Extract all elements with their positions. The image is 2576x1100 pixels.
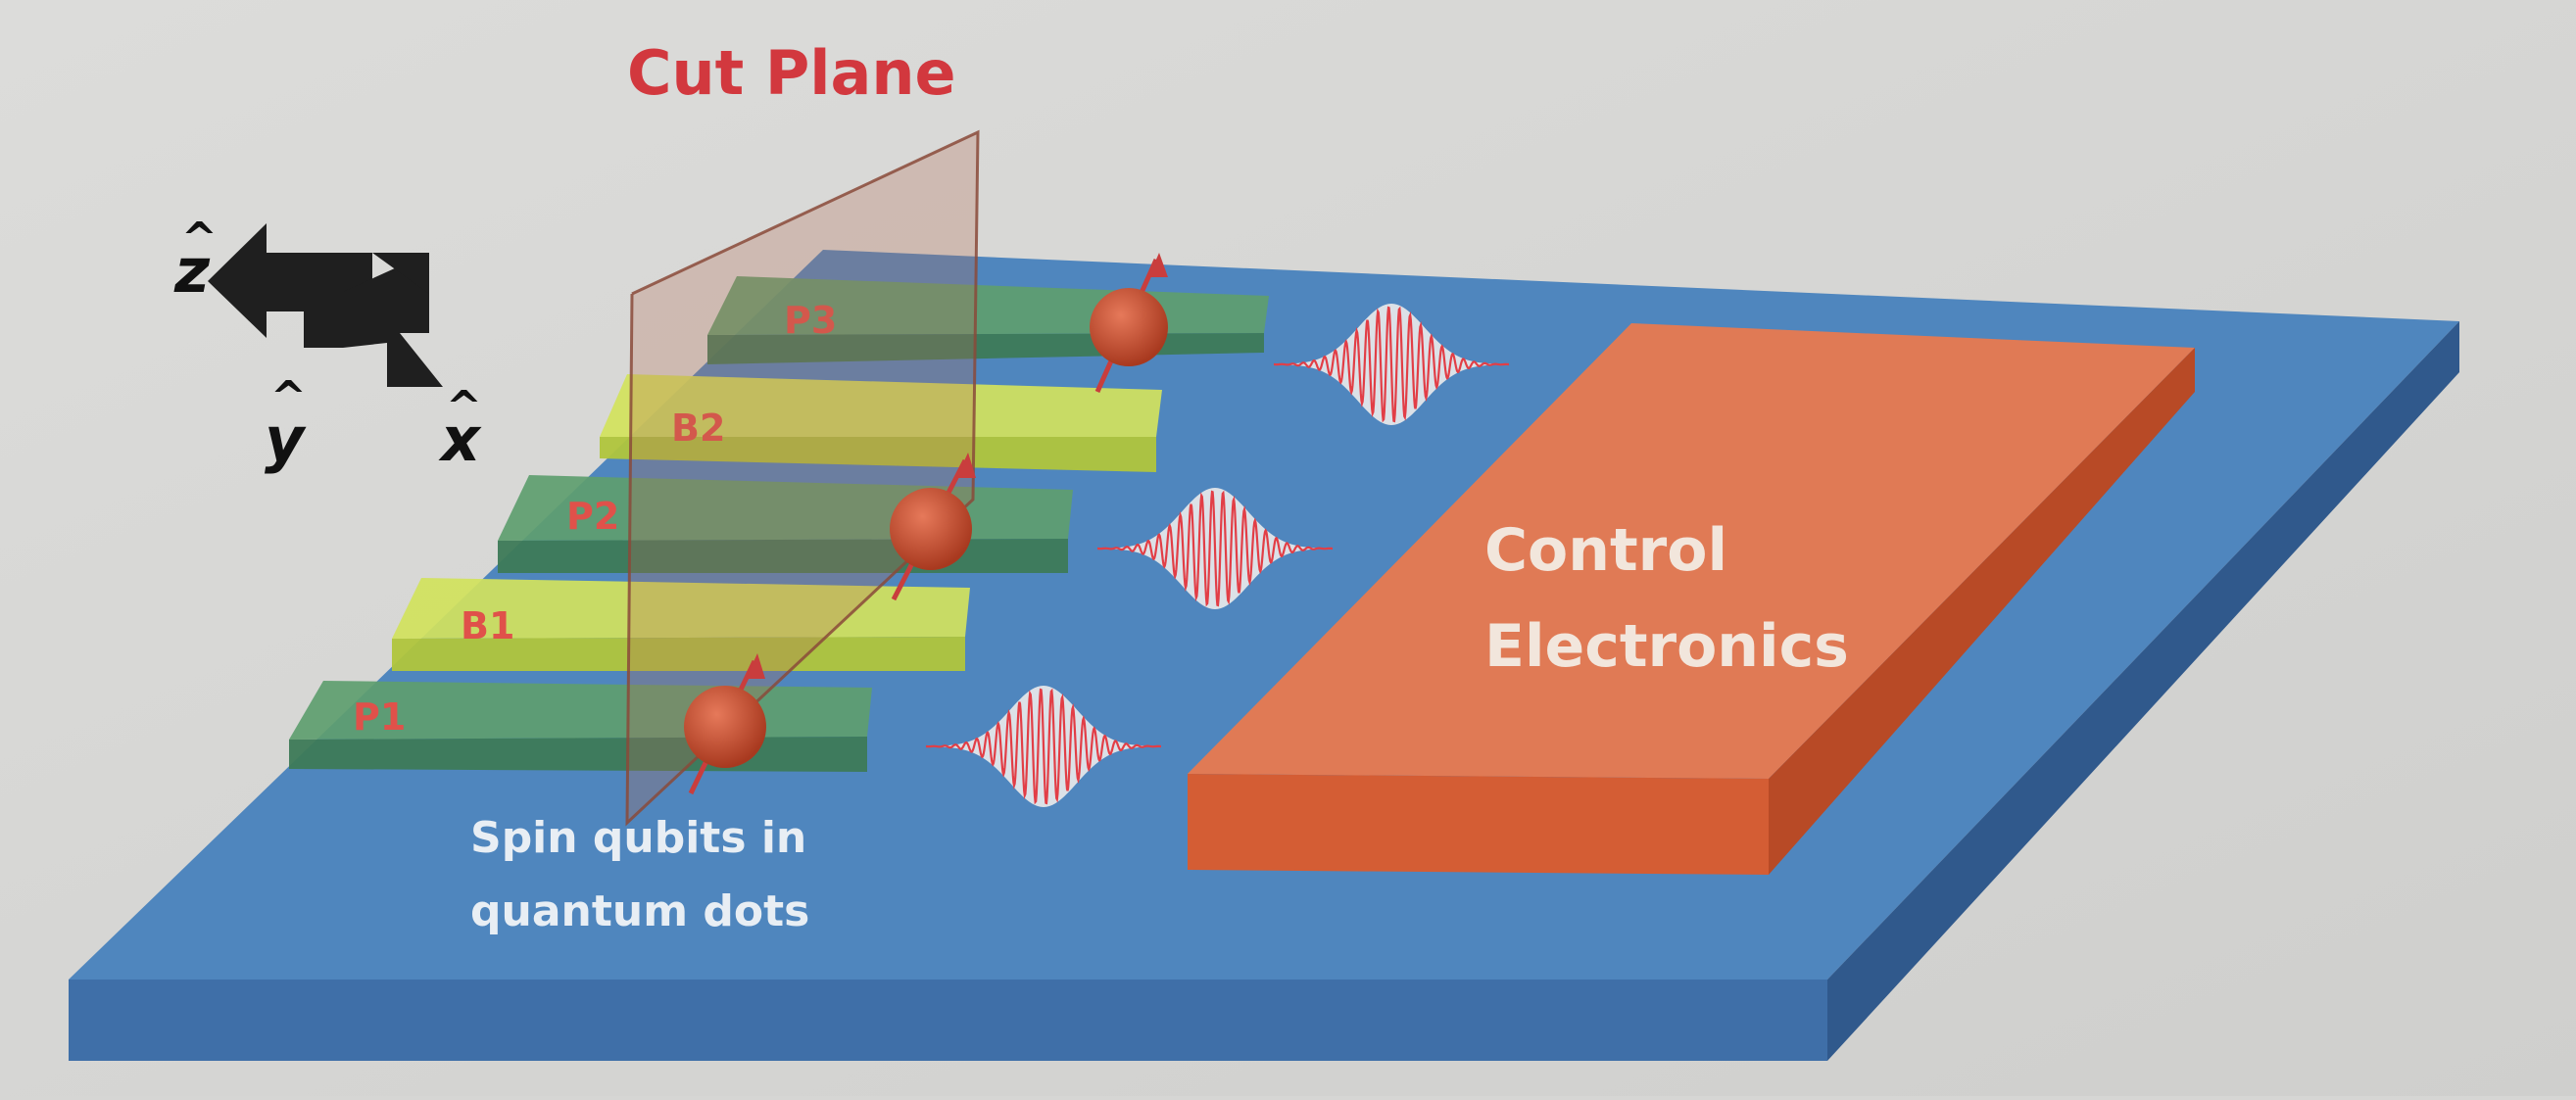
qubit-dot (890, 488, 972, 570)
x-axis-hat: ^ (446, 382, 482, 432)
spin-arrowhead (746, 653, 765, 679)
z-axis-arrow (208, 223, 372, 338)
gate-b2-side (600, 437, 1156, 472)
electronics-label-line1: Control (1484, 516, 1727, 585)
z-axis-hat: ^ (181, 214, 218, 263)
pulse-oscillation (1274, 306, 1509, 423)
y-axis-label: y (265, 404, 307, 475)
qubit-dot (1090, 288, 1168, 366)
spin-arrowhead (1148, 253, 1168, 277)
z-axis-label: z (173, 235, 211, 307)
qubit-p2 (890, 453, 976, 601)
qubit-dot (684, 686, 766, 768)
pulse-oscillation (1097, 490, 1333, 607)
electronics-side (1769, 348, 2195, 875)
cut-plane (625, 129, 980, 827)
y-axis-arrow (304, 253, 343, 348)
qubits-caption-line2: quantum dots (470, 886, 809, 936)
gate-b2-top (600, 374, 1162, 437)
microwave-pulse (1097, 488, 1333, 609)
gate-b1-top (392, 578, 970, 639)
gate-p3-label: P3 (784, 299, 837, 342)
gate-b1-side (392, 637, 965, 671)
electronics-top (1188, 323, 2195, 779)
gate-b2: B2 (600, 374, 1162, 472)
coordinate-axes: z ^ y ^ x ^ (173, 214, 482, 475)
pulse-oscillation (926, 688, 1161, 805)
gate-b2-label: B2 (671, 407, 725, 450)
x-axis-arrow (343, 253, 443, 387)
qubit-p3 (1090, 253, 1168, 394)
gate-p1-side (289, 737, 867, 772)
microwave-pulse (1274, 304, 1509, 425)
gate-b1-label: B1 (461, 604, 514, 647)
y-axis-hat: ^ (270, 372, 307, 422)
electronics-label-line2: Electronics (1484, 612, 1849, 681)
gate-p1: P1 (289, 681, 872, 772)
gate-p2-label: P2 (566, 495, 619, 538)
cut-plane-title: Cut Plane (627, 37, 956, 109)
microwave-pulses (926, 304, 1509, 807)
substrate-front (69, 980, 1827, 1061)
x-axis-label: x (438, 404, 482, 475)
cut-plane-fill (627, 132, 978, 823)
control-electronics-block: Control Electronics (1188, 323, 2195, 875)
gate-p1-label: P1 (353, 695, 406, 739)
gate-b1: B1 (392, 578, 970, 671)
cut-plane-edge (625, 129, 980, 827)
electronics-front (1188, 774, 1769, 875)
axis-corner (372, 253, 429, 294)
qubits-caption-line1: Spin qubits in (470, 813, 806, 863)
qubits (684, 253, 1168, 795)
qubit-p1 (684, 653, 766, 795)
substrate-side (1827, 321, 2459, 1061)
spin-arrowhead (956, 453, 976, 478)
microwave-pulse (926, 686, 1161, 807)
